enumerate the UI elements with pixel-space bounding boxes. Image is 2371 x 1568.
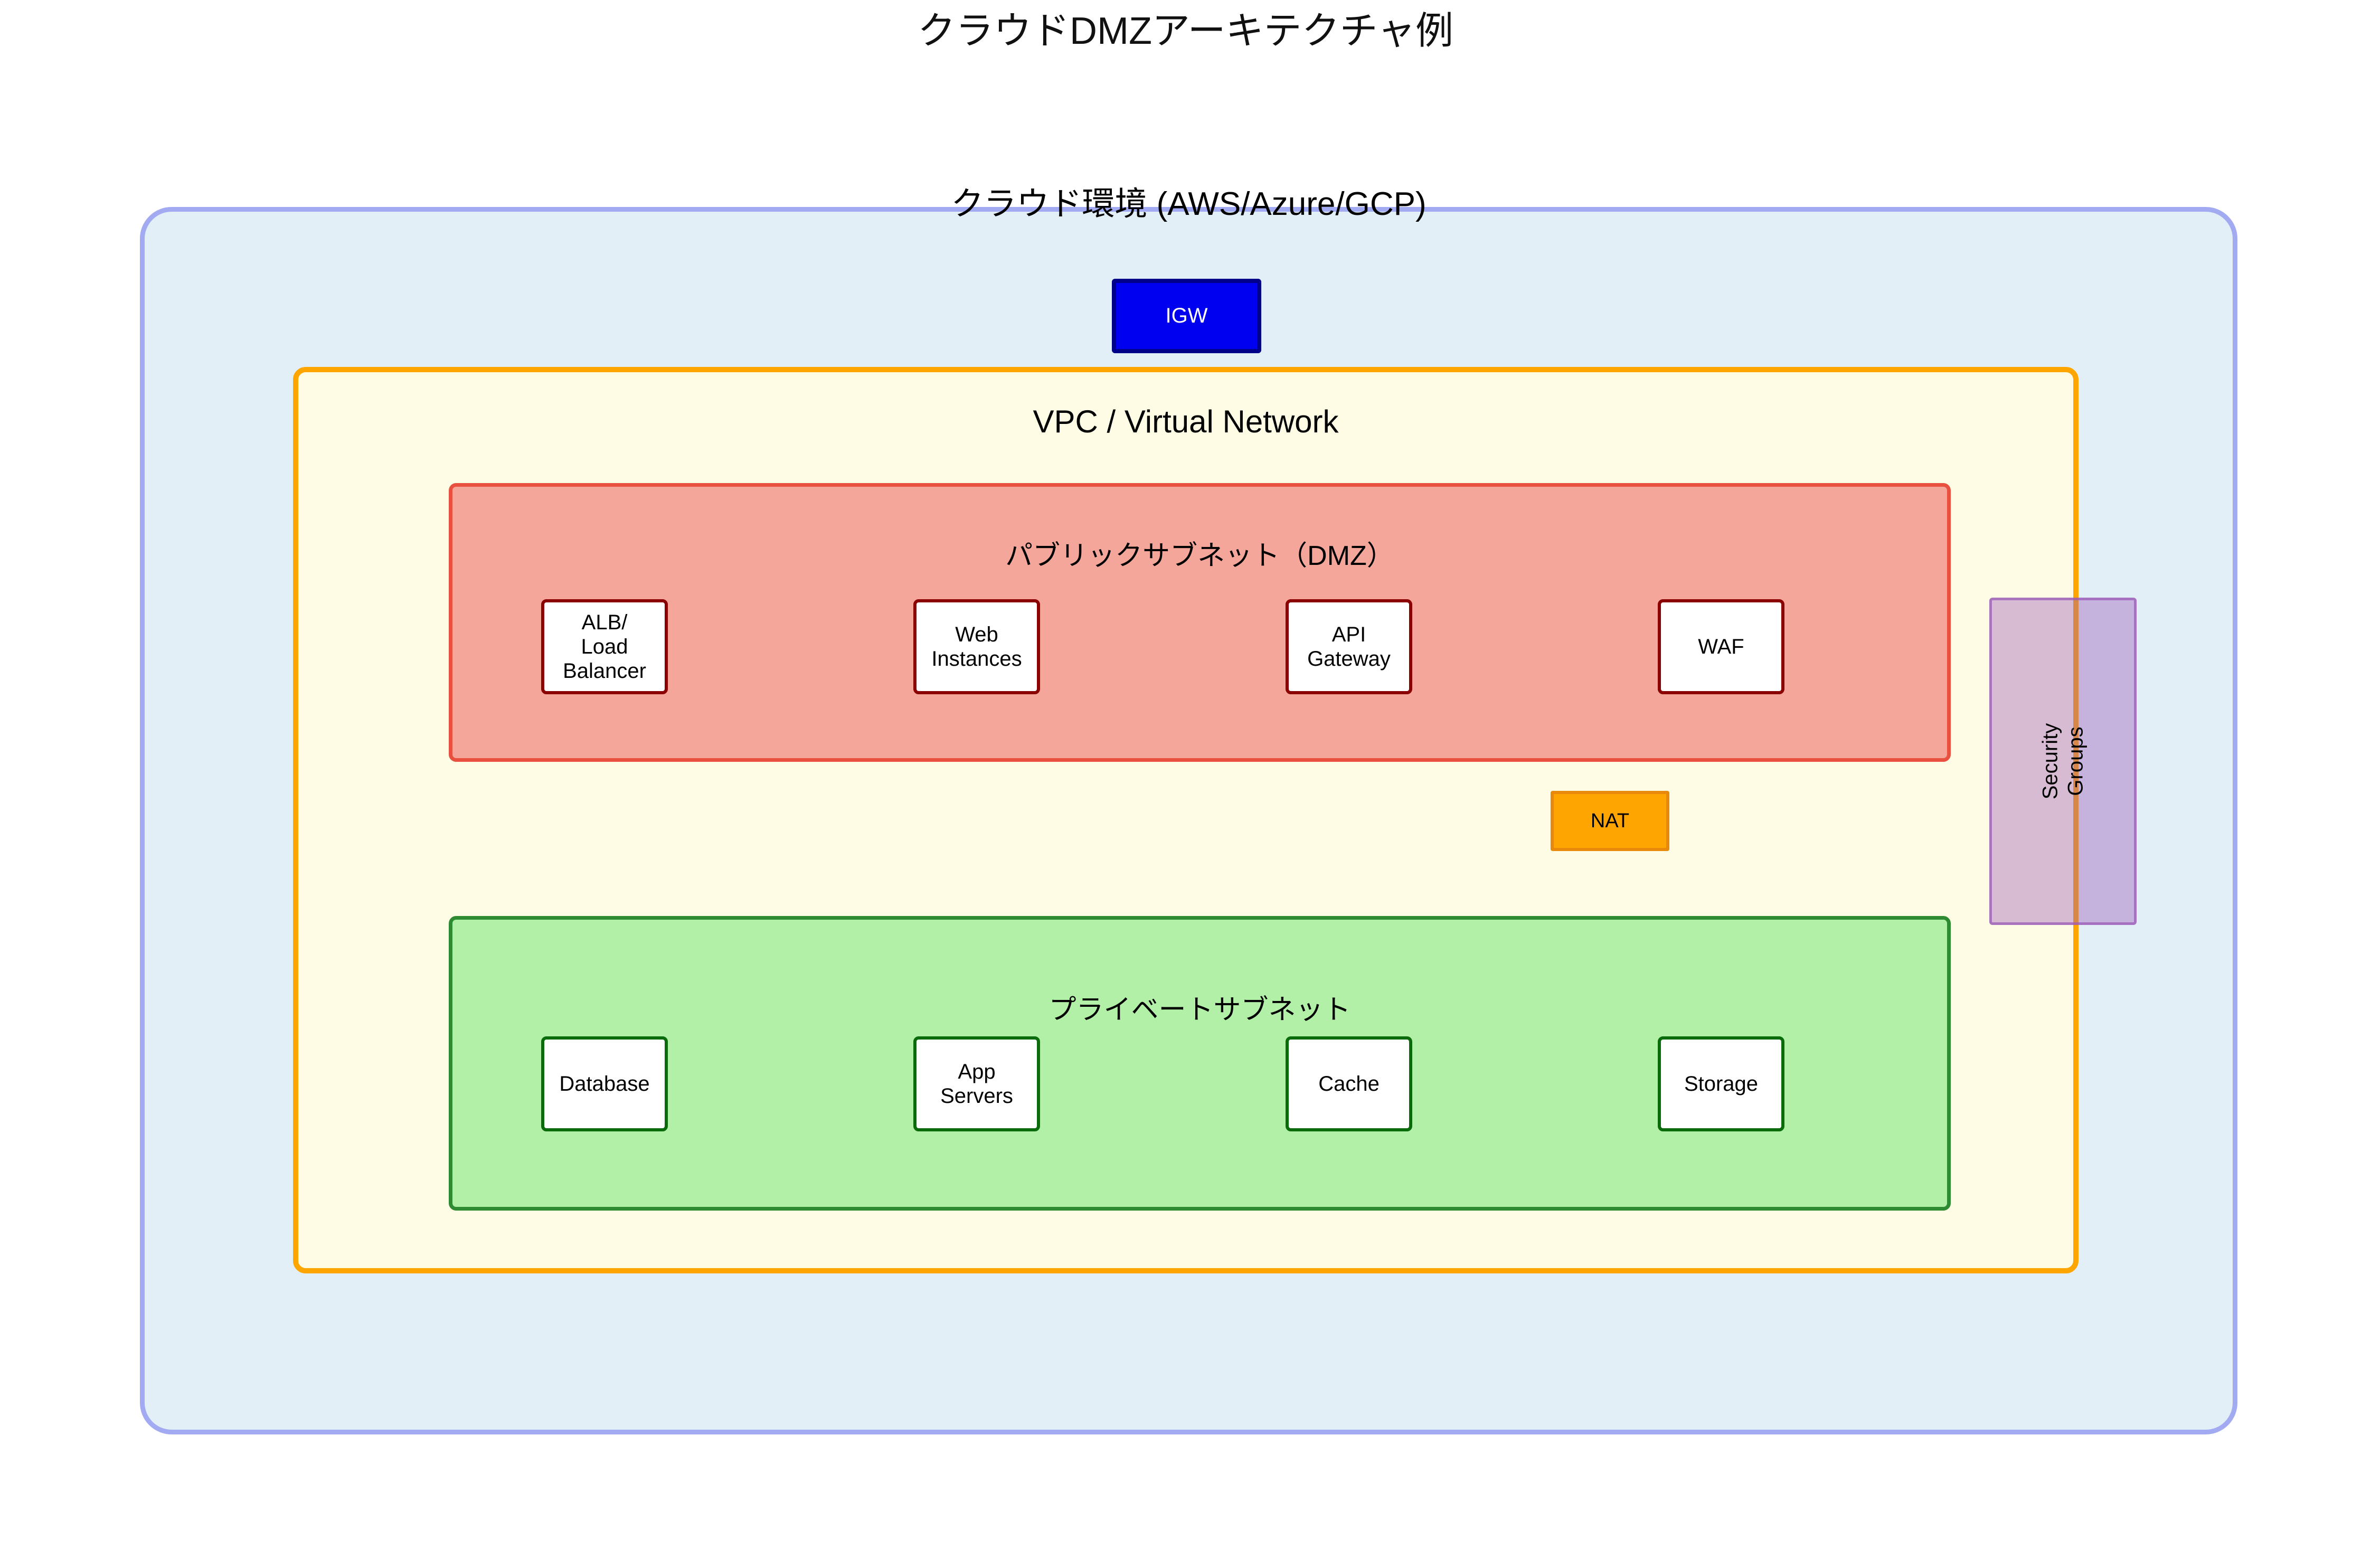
private-subnet-label: プライベートサブネット bbox=[1048, 995, 1351, 1025]
node-storage: Storage bbox=[1658, 1036, 1784, 1131]
node-api-gateway-label: API Gateway bbox=[1307, 623, 1391, 670]
diagram-title: クラウドDMZアーキテクチャ例 bbox=[918, 10, 1453, 52]
node-app-servers: App Servers bbox=[913, 1036, 1040, 1131]
node-cache: Cache bbox=[1286, 1036, 1412, 1131]
igw-node: IGW bbox=[1112, 279, 1261, 353]
nat-node: NAT bbox=[1551, 791, 1669, 851]
node-alb-load-balancer: ALB/ Load Balancer bbox=[541, 599, 668, 694]
node-waf: WAF bbox=[1658, 599, 1784, 694]
cloud-environment-box: IGW VPC / Virtual Network パブリックサブネット（DMZ… bbox=[140, 207, 2237, 1434]
node-api-gateway: API Gateway bbox=[1286, 599, 1412, 694]
security-groups-overlay: Security Groups bbox=[1989, 598, 2137, 925]
node-cache-label: Cache bbox=[1318, 1072, 1380, 1095]
node-app-servers-label: App Servers bbox=[940, 1060, 1013, 1108]
nat-label: NAT bbox=[1590, 809, 1630, 832]
vpc-box: VPC / Virtual Network パブリックサブネット（DMZ） AL… bbox=[293, 367, 2079, 1273]
node-database-label: Database bbox=[559, 1072, 650, 1095]
public-subnet-label: パブリックサブネット（DMZ） bbox=[1005, 541, 1394, 571]
node-waf-label: WAF bbox=[1698, 635, 1744, 658]
igw-label: IGW bbox=[1165, 304, 1208, 327]
node-database: Database bbox=[541, 1036, 668, 1131]
vpc-label: VPC / Virtual Network bbox=[1033, 404, 1339, 439]
node-alb-load-balancer-label: ALB/ Load Balancer bbox=[563, 611, 646, 683]
node-storage-label: Storage bbox=[1684, 1072, 1759, 1095]
node-web-instances-label: Web Instances bbox=[931, 623, 1022, 670]
node-web-instances: Web Instances bbox=[913, 599, 1040, 694]
security-groups-label: Security Groups bbox=[2038, 723, 2087, 800]
public-subnet-box: パブリックサブネット（DMZ） ALB/ Load Balancer Web I… bbox=[449, 483, 1951, 762]
cloud-environment-label: クラウド環境 (AWS/Azure/GCP) bbox=[951, 186, 1427, 222]
private-subnet-box: プライベートサブネット Database App Servers Cache S… bbox=[449, 916, 1951, 1211]
